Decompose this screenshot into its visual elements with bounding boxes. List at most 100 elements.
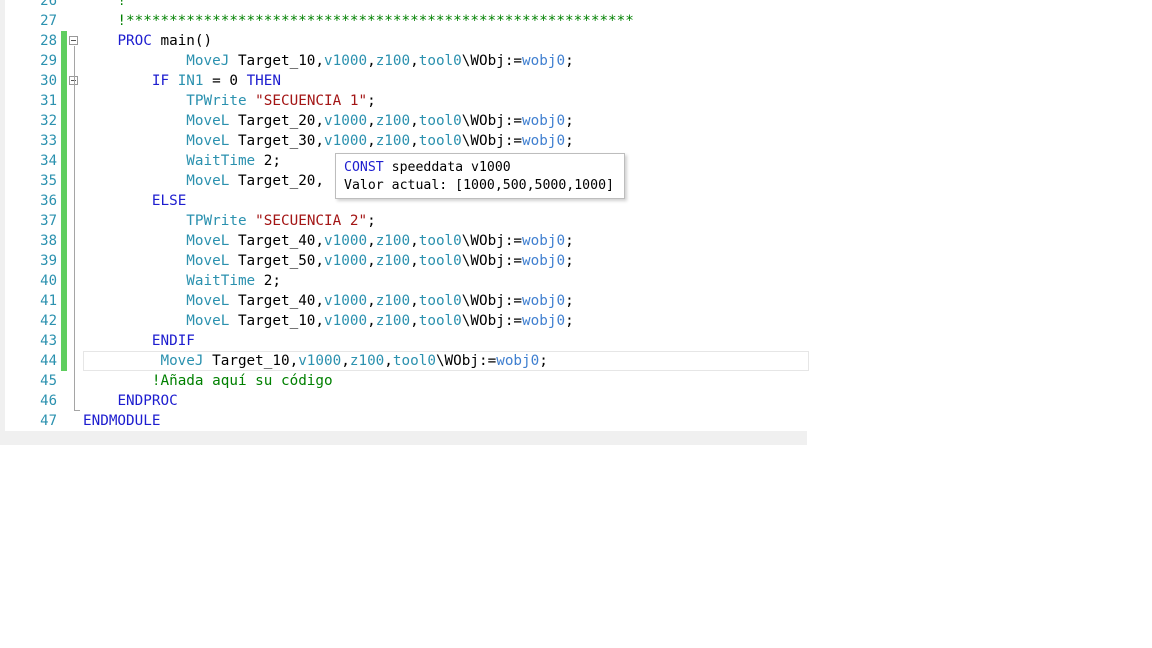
code-token: \WObj:=: [461, 233, 523, 249]
code-line[interactable]: ENDIF: [83, 331, 195, 351]
code-token: MoveL: [186, 173, 230, 189]
code-token: main(): [151, 33, 213, 49]
line-number: 32: [40, 113, 57, 129]
code-token: wobj0: [522, 133, 566, 149]
code-line[interactable]: WaitTime 2;: [83, 151, 281, 171]
line-number: 27: [40, 13, 57, 29]
code-token: Target_30,: [229, 133, 325, 149]
code-token: z100: [375, 113, 411, 129]
code-token: Target_40,: [229, 233, 325, 249]
code-line[interactable]: MoveL Target_40,v1000,z100,tool0\WObj:=w…: [83, 231, 574, 251]
code-editor[interactable]: ! !*************************************…: [0, 0, 809, 445]
code-token: Target_20,: [229, 113, 325, 129]
code-token: v1000: [324, 53, 368, 69]
code-token: TPWrite: [186, 213, 247, 229]
code-line[interactable]: TPWrite "SECUENCIA 1";: [83, 91, 375, 111]
code-line[interactable]: TPWrite "SECUENCIA 2";: [83, 211, 375, 231]
line-number: 36: [40, 193, 57, 209]
code-surface[interactable]: [5, 0, 807, 431]
code-line[interactable]: MoveL Target_40,v1000,z100,tool0\WObj:=w…: [83, 291, 574, 311]
code-token: ;: [565, 53, 574, 69]
code-line[interactable]: !Añada aquí su código: [83, 371, 333, 391]
code-line[interactable]: MoveJ Target_10,v1000,z100,tool0\WObj:=w…: [83, 351, 548, 371]
code-token: ;: [565, 133, 574, 149]
code-token: wobj0: [522, 233, 566, 249]
code-token: [247, 93, 256, 109]
code-token: tool0: [418, 133, 462, 149]
code-token: [83, 53, 186, 69]
code-token: MoveL: [186, 113, 230, 129]
line-number: 37: [40, 213, 57, 229]
code-line[interactable]: MoveL Target_10,v1000,z100,tool0\WObj:=w…: [83, 311, 573, 331]
code-line[interactable]: MoveL Target_20,v1000,z100,tool0\WObj:=w…: [83, 111, 573, 131]
code-line[interactable]: ELSE: [83, 191, 186, 211]
code-token: ,: [367, 313, 376, 329]
code-token: [83, 373, 152, 389]
code-line[interactable]: !: [83, 0, 126, 11]
code-line[interactable]: MoveL Target_20,: [83, 171, 324, 191]
code-token: [83, 133, 186, 149]
line-number: 30: [40, 73, 57, 89]
code-token: z100: [375, 133, 411, 149]
code-token: MoveL: [186, 133, 230, 149]
code-token: [83, 233, 186, 249]
code-token: THEN: [246, 73, 282, 89]
code-token: ENDPROC: [117, 393, 178, 409]
code-line[interactable]: ENDMODULE: [83, 411, 160, 431]
code-token: WaitTime: [186, 153, 256, 169]
code-token: z100: [349, 353, 385, 369]
code-token: tool0: [418, 253, 462, 269]
line-number: 43: [40, 333, 57, 349]
code-token: !Añada aquí su código: [151, 373, 333, 389]
code-token: ENDMODULE: [83, 413, 161, 429]
code-token: Target_50,: [229, 253, 325, 269]
code-token: WaitTime: [186, 273, 256, 289]
code-token: [83, 293, 186, 309]
code-token: [83, 33, 117, 49]
code-line[interactable]: MoveL Target_50,v1000,z100,tool0\WObj:=w…: [83, 251, 574, 271]
line-number: 40: [40, 273, 57, 289]
code-token: [83, 113, 186, 129]
code-token: ,: [410, 53, 419, 69]
line-number: 31: [40, 93, 57, 109]
code-token: v1000: [324, 293, 368, 309]
code-token: [169, 73, 178, 89]
code-token: ;: [565, 253, 574, 269]
code-token: Target_10,: [203, 353, 299, 369]
code-token: = 0: [203, 73, 247, 89]
fold-collapse-if-icon[interactable]: [69, 76, 78, 85]
code-token: v1000: [324, 313, 368, 329]
code-line[interactable]: ENDPROC: [83, 391, 178, 411]
line-number: 33: [40, 133, 57, 149]
code-token: Target_40,: [229, 293, 325, 309]
code-token: [83, 193, 152, 209]
line-number: 47: [40, 413, 57, 429]
line-number: 34: [40, 153, 57, 169]
code-token: ;: [565, 293, 574, 309]
code-token: MoveJ: [186, 53, 230, 69]
code-line[interactable]: MoveL Target_30,v1000,z100,tool0\WObj:=w…: [83, 131, 574, 151]
fold-collapse-proc-icon[interactable]: [69, 36, 78, 45]
code-line[interactable]: MoveJ Target_10,v1000,z100,tool0\WObj:=w…: [83, 51, 574, 71]
code-token: MoveJ: [160, 353, 204, 369]
code-line[interactable]: WaitTime 2;: [83, 271, 281, 291]
code-token: MoveL: [186, 253, 230, 269]
code-line[interactable]: PROC main(): [83, 31, 212, 51]
fold-guide-line: [74, 46, 75, 410]
code-token: [83, 333, 152, 349]
code-token: ;: [539, 353, 548, 369]
tooltip-keyword: CONST: [344, 160, 384, 175]
code-line[interactable]: IF IN1 = 0 THEN: [83, 71, 281, 91]
code-line[interactable]: !***************************************…: [83, 11, 633, 31]
code-token: TPWrite: [186, 93, 247, 109]
code-token: wobj0: [522, 253, 566, 269]
code-token: ;: [565, 233, 574, 249]
code-token: wobj0: [522, 53, 566, 69]
code-token: ,: [341, 353, 350, 369]
code-token: [83, 393, 117, 409]
code-token: ,: [367, 253, 376, 269]
code-token: IN1: [177, 73, 204, 89]
code-token: z100: [375, 253, 411, 269]
fold-guide-end: [74, 410, 80, 411]
code-token: z100: [375, 233, 411, 249]
